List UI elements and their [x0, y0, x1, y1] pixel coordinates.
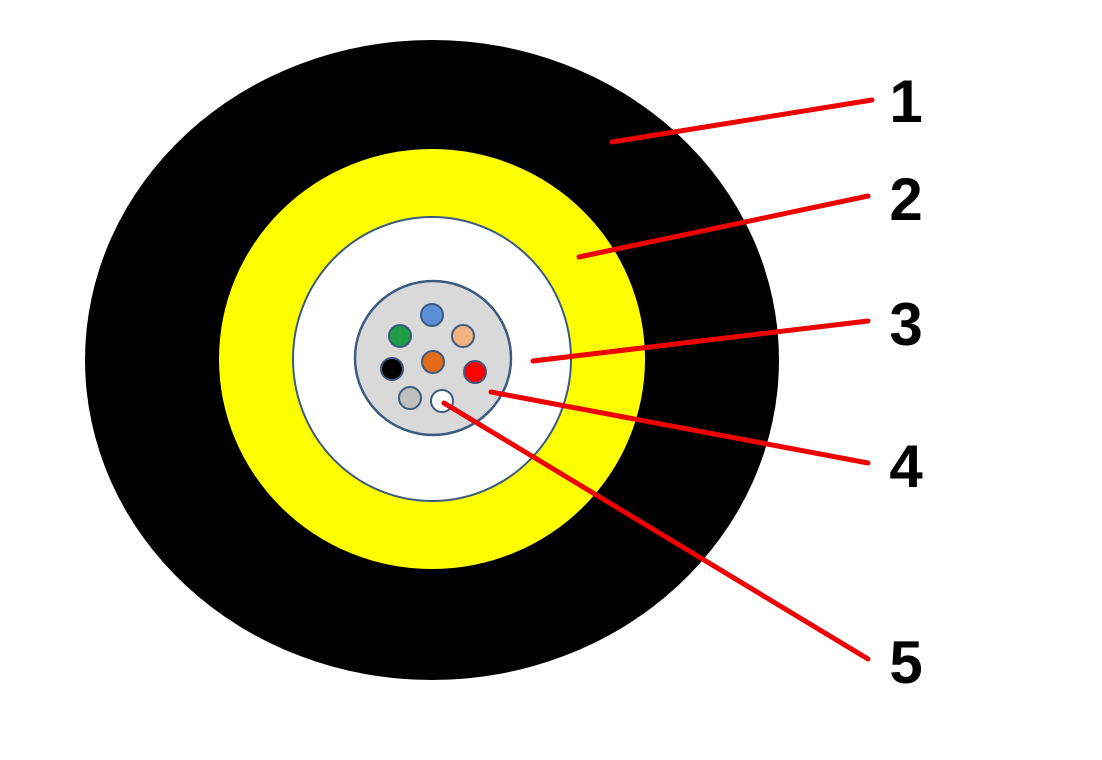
leader-line-1 [609, 97, 875, 145]
fiber-black [380, 357, 404, 381]
fibers-group [380, 303, 487, 413]
fiber-red [463, 360, 487, 384]
callout-labels-group: 1 2 3 4 5 [889, 68, 923, 696]
fiber-orange [421, 350, 445, 374]
leader-lines-group [441, 97, 875, 662]
leader-line-3 [530, 318, 871, 364]
fiber-peach [451, 324, 475, 348]
fiber-blue [420, 303, 444, 327]
leader-line-4 [488, 389, 871, 466]
fiber-green [388, 324, 412, 348]
callout-label-4: 4 [889, 433, 923, 500]
callout-label-3: 3 [889, 291, 922, 358]
callout-label-1: 1 [889, 68, 922, 135]
leader-line-2 [576, 193, 871, 260]
callout-label-2: 2 [889, 166, 922, 233]
leader-line-5 [441, 400, 871, 662]
callout-label-5: 5 [889, 629, 922, 696]
fiber-gray [398, 386, 422, 410]
